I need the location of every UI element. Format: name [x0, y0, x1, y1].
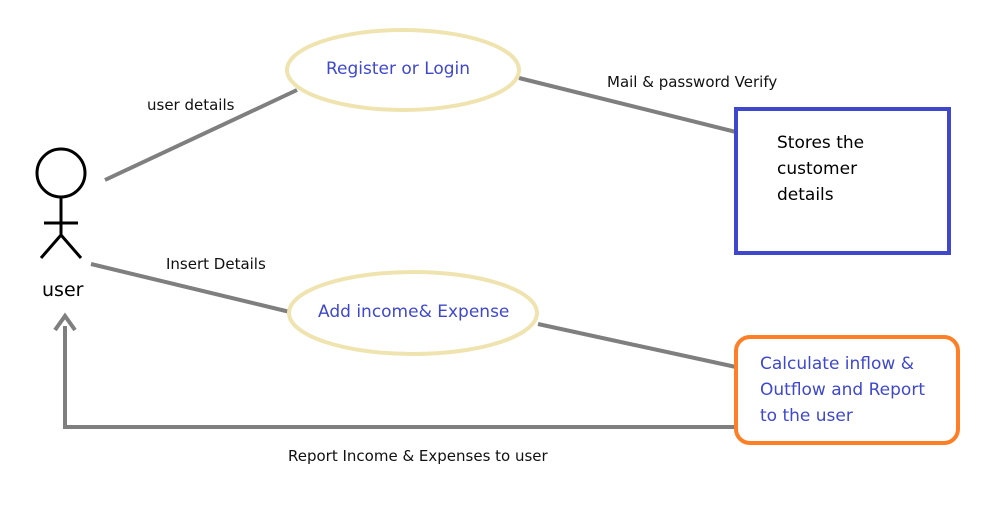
use-case-register-ellipse: [285, 28, 521, 112]
store-box: [734, 107, 951, 255]
use-case-add-income-label[interactable]: Add income& Expense: [318, 302, 510, 322]
edge-user-to-add-income: [90, 262, 291, 314]
arrow-head-up-icon: [53, 312, 77, 332]
edge-label-user-details: user details: [147, 96, 235, 114]
edge-register-to-store: [518, 76, 737, 134]
actor-stick-figure-icon: [35, 147, 87, 259]
use-case-register-label[interactable]: Register or Login: [326, 59, 471, 79]
actor-label: user: [42, 279, 84, 301]
edge-label-mail-verify: Mail & password Verify: [607, 73, 778, 91]
edge-user-to-register: [104, 88, 298, 182]
store-box-label: Stores the customer details: [777, 133, 865, 205]
edge-label-insert-details: Insert Details: [166, 255, 266, 273]
edge-add-income-to-calculate: [537, 322, 737, 369]
use-case-add-income-ellipse: [287, 270, 539, 356]
calculate-box-label: Calculate inflow & Outflow and Report to…: [760, 354, 925, 426]
edge-report-to-user: [63, 326, 736, 429]
edge-label-report: Report Income & Expenses to user: [288, 447, 548, 465]
calculate-box: [734, 335, 960, 445]
